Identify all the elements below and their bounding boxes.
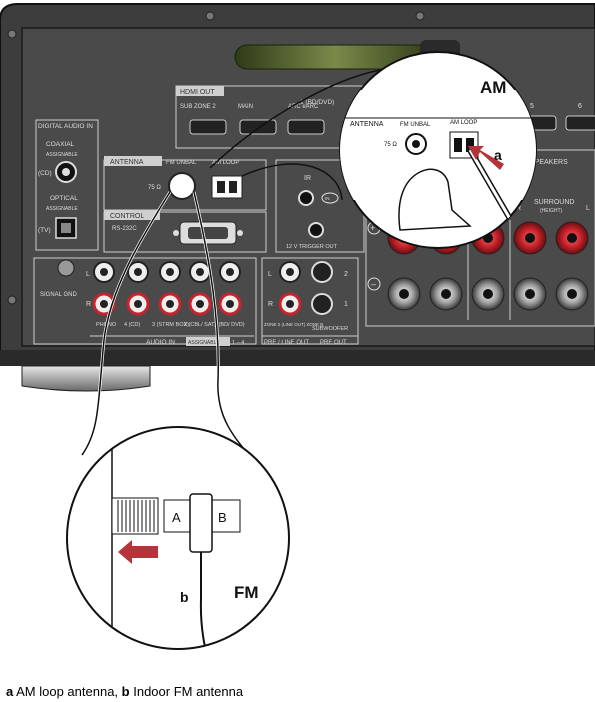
fm-switch-b (209, 499, 241, 533)
subwoofer-label: SUBWOOFER (312, 326, 348, 332)
receiver-foot (21, 365, 151, 392)
signal-gnd-screw (57, 259, 75, 277)
caption-b-label: b (121, 684, 130, 699)
ir-in-label: IN (325, 196, 330, 201)
hdmi-port (239, 119, 277, 135)
am-callout-leader (209, 69, 381, 201)
optical-label: OPTICAL (50, 195, 78, 202)
minus-label: – (371, 279, 376, 289)
zone2-label: ZONE 2 (LINE OUT) ZONE B (264, 322, 323, 327)
am-label-a: a (494, 147, 502, 163)
fm-unbal-label: FM UNBAL (166, 160, 197, 166)
hdmi-port-label: MAIN (238, 104, 253, 110)
subwoofer-number: 2 (344, 271, 348, 278)
am-insert-arrow (468, 146, 504, 170)
antenna-section: ANTENNA FM UNBAL AM LOOP 75 Ω (103, 156, 267, 211)
speaker-terminals-gray (387, 277, 589, 311)
rs232c-label: RS-232C (112, 226, 137, 232)
am-callout-ohm: 75 Ω (384, 142, 397, 148)
hdmi-input-label: 1 (BD/DVD) (300, 99, 334, 106)
tv-label: (TV) (38, 227, 51, 234)
control-section: CONTROL RS-232C (103, 210, 267, 253)
digital-audio-section: DIGITAL AUDIO IN COAXIAL ASSIGNABLE (CD)… (35, 119, 99, 251)
subwoofer-jack (311, 293, 333, 315)
surround-l: L (586, 205, 590, 212)
am-callout-am-label: AM LOOP (450, 120, 477, 126)
insert-arrow (118, 540, 158, 564)
channel-r: R (86, 301, 91, 308)
am-title: AM (480, 78, 506, 97)
panel-screws (7, 11, 425, 305)
coaxial-label: COAXIAL (46, 141, 75, 148)
caption-a-text: AM loop antenna, (13, 684, 122, 699)
hdmi-number: 5 (530, 103, 534, 110)
figure-caption: a AM loop antenna, b Indoor FM antenna (6, 684, 243, 699)
rca-jacks-white (93, 261, 241, 283)
audio-in-label: 2 (CBL/ SAT) (184, 322, 216, 328)
hdmi-port (287, 119, 325, 135)
hdmi-out-title: HDMI OUT (180, 89, 215, 96)
trigger-label: 12 V TRIGGER OUT (286, 244, 338, 250)
antenna-title: ANTENNA (110, 159, 144, 166)
subwoofer-jack (311, 261, 333, 283)
fm-label-b: b (180, 589, 189, 605)
audio-in-assignable: ASSIGNABLE (188, 340, 220, 346)
caption-a-label: a (6, 684, 14, 699)
am-callout-antenna-title: ANTENNA (350, 121, 384, 128)
pre-out-r: R (268, 301, 273, 308)
subwoofer-number: 1 (344, 301, 348, 308)
audio-in-title: AUDIO IN (146, 339, 175, 346)
audio-in-label: 3 (STRM BOX) (152, 322, 189, 328)
pre-line-out-title: PRE / LINE OUT (264, 340, 309, 346)
hdmi-port (565, 115, 595, 131)
plus-label: + (370, 223, 375, 233)
switch-b-label: B (218, 510, 227, 525)
am-callout: ANTENNA FM UNBAL AM LOOP 75 Ω AM a (339, 51, 537, 249)
surround-label: SURROUND (534, 199, 574, 206)
fm-callout: A B FM b (66, 426, 290, 650)
trigger-jack (308, 222, 324, 238)
switch-a-label: A (172, 510, 181, 525)
fm-plug (189, 493, 213, 553)
assignable-label: ASSIGNABLE (46, 206, 78, 212)
speakers-title: SPEAKERS (530, 159, 568, 166)
assignable-label: ASSIGNABLE (46, 152, 78, 158)
ir-section: IR IN 12 V TRIGGER OUT (275, 159, 365, 253)
audio-in-section: SIGNAL GND L R PHONO 4 (CD) 3 (STRM BOX)… (33, 257, 257, 346)
audio-in-label: 4 (CD) (124, 322, 140, 328)
surround-r: R (516, 205, 521, 212)
ohm-label: 75 Ω (148, 185, 161, 191)
cd-label: (CD) (38, 170, 52, 177)
receiver-rear-panel-illustration: HDMI OUT SUB ZONE 2 MAIN ARC eARC 1 (BD/… (0, 3, 595, 650)
pre-out-title: PRE OUT (320, 340, 347, 346)
control-title: CONTROL (110, 213, 144, 220)
pre-out-l: L (268, 271, 272, 278)
am-callout-fm-label: FM UNBAL (400, 122, 431, 128)
height-label: (HEIGHT) (540, 208, 563, 214)
audio-in-label: 1 (BD/ DVD) (214, 322, 245, 328)
signal-gnd-label: SIGNAL GND (40, 292, 77, 298)
am-loop-label: AM LOOP (212, 160, 239, 166)
am-loop-terminal (211, 175, 243, 199)
fm-connector-body (111, 497, 159, 535)
audio-in-range: 1 – 4 (232, 340, 244, 346)
fm-title: FM (234, 583, 259, 602)
ir-jack (298, 190, 314, 206)
hdmi-number: 6 (578, 103, 582, 110)
digital-audio-title: DIGITAL AUDIO IN (38, 123, 93, 130)
ir-title: IR (304, 175, 311, 182)
rca-jacks-red (92, 292, 242, 316)
hand-illustration (398, 168, 472, 231)
hdmi-port (189, 119, 227, 135)
hdmi-port-label: ARC eARC (288, 104, 319, 110)
fm-antenna-jack (168, 172, 196, 200)
caption-b-text: Indoor FM antenna (129, 684, 244, 699)
hdmi-port-label: SUB ZONE 2 (180, 104, 216, 110)
pre-out-section: L R 2 1 ZONE 2 (LINE OUT) ZONE B SUBWOOF… (261, 257, 359, 346)
channel-l: L (86, 271, 90, 278)
